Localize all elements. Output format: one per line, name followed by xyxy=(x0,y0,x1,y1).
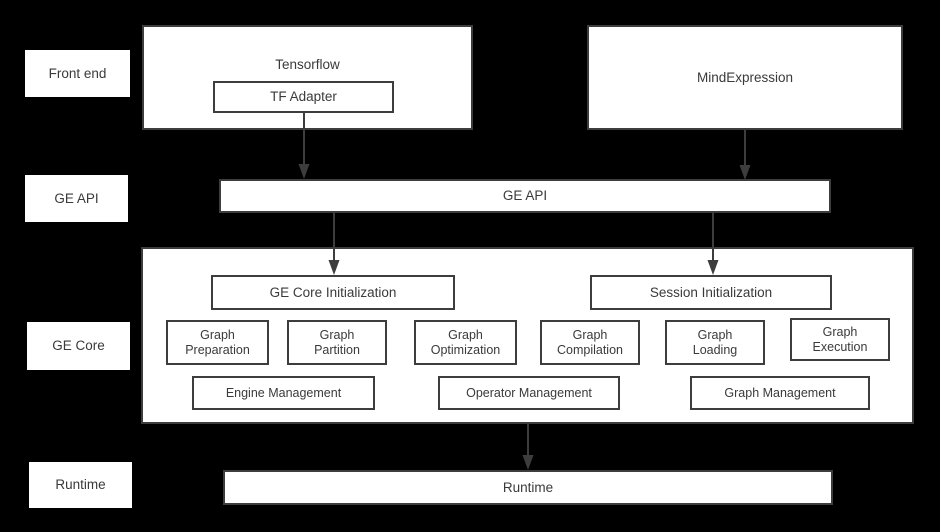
layer-label-front-end-text: Front end xyxy=(48,65,107,81)
module-graph-optimization-label: Graph Optimization xyxy=(430,327,501,357)
runtime-bar-label: Runtime xyxy=(502,479,554,495)
session-initialization-box[interactable]: Session Initialization xyxy=(590,275,832,310)
module-graph-loading[interactable]: Graph Loading xyxy=(665,320,765,365)
layer-label-runtime-text: Runtime xyxy=(55,477,106,493)
tensorflow-label: Tensorflow xyxy=(275,57,340,72)
module-graph-preparation[interactable]: Graph Preparation xyxy=(166,320,269,365)
ge-api-bar-label: GE API xyxy=(502,188,548,204)
manager-graph-management[interactable]: Graph Management xyxy=(690,376,870,410)
tensorflow-container: Tensorflow xyxy=(142,25,473,130)
module-graph-partition-label: Graph Partition xyxy=(314,327,360,357)
layer-label-ge-api: GE API xyxy=(25,175,128,222)
module-graph-preparation-label: Graph Preparation xyxy=(185,327,250,357)
layer-label-ge-core: GE Core xyxy=(27,322,130,370)
ge-core-initialization-box[interactable]: GE Core Initialization xyxy=(211,275,455,310)
mindexpression-box[interactable]: MindExpression xyxy=(587,25,903,130)
manager-engine-management-label: Engine Management xyxy=(225,385,342,400)
arrow-mindexpression-to-ge-api xyxy=(735,130,755,182)
module-graph-loading-label: Graph Loading xyxy=(692,327,738,357)
session-initialization-label: Session Initialization xyxy=(649,284,773,300)
module-graph-partition[interactable]: Graph Partition xyxy=(287,320,387,365)
runtime-bar[interactable]: Runtime xyxy=(223,470,833,505)
ge-api-bar[interactable]: GE API xyxy=(219,179,831,213)
module-graph-optimization[interactable]: Graph Optimization xyxy=(414,320,517,365)
layer-label-runtime: Runtime xyxy=(29,462,132,508)
ge-core-initialization-label: GE Core Initialization xyxy=(269,284,397,300)
manager-graph-management-label: Graph Management xyxy=(724,385,836,400)
module-graph-compilation-label: Graph Compilation xyxy=(556,327,623,357)
layer-label-front-end: Front end xyxy=(25,50,130,97)
layer-label-ge-core-text: GE Core xyxy=(52,338,105,354)
module-graph-execution[interactable]: Graph Execution xyxy=(790,318,890,361)
module-graph-compilation[interactable]: Graph Compilation xyxy=(540,320,640,365)
layer-label-ge-api-text: GE API xyxy=(54,190,99,206)
manager-operator-management-label: Operator Management xyxy=(466,385,592,400)
manager-engine-management[interactable]: Engine Management xyxy=(192,376,375,410)
arrow-ge-core-to-runtime xyxy=(518,424,538,472)
tf-adapter-box[interactable]: TF Adapter xyxy=(213,81,394,113)
module-graph-execution-label: Graph Execution xyxy=(812,324,868,354)
mindexpression-label: MindExpression xyxy=(696,69,794,85)
manager-operator-management[interactable]: Operator Management xyxy=(438,376,620,410)
tf-adapter-label: TF Adapter xyxy=(270,89,337,105)
